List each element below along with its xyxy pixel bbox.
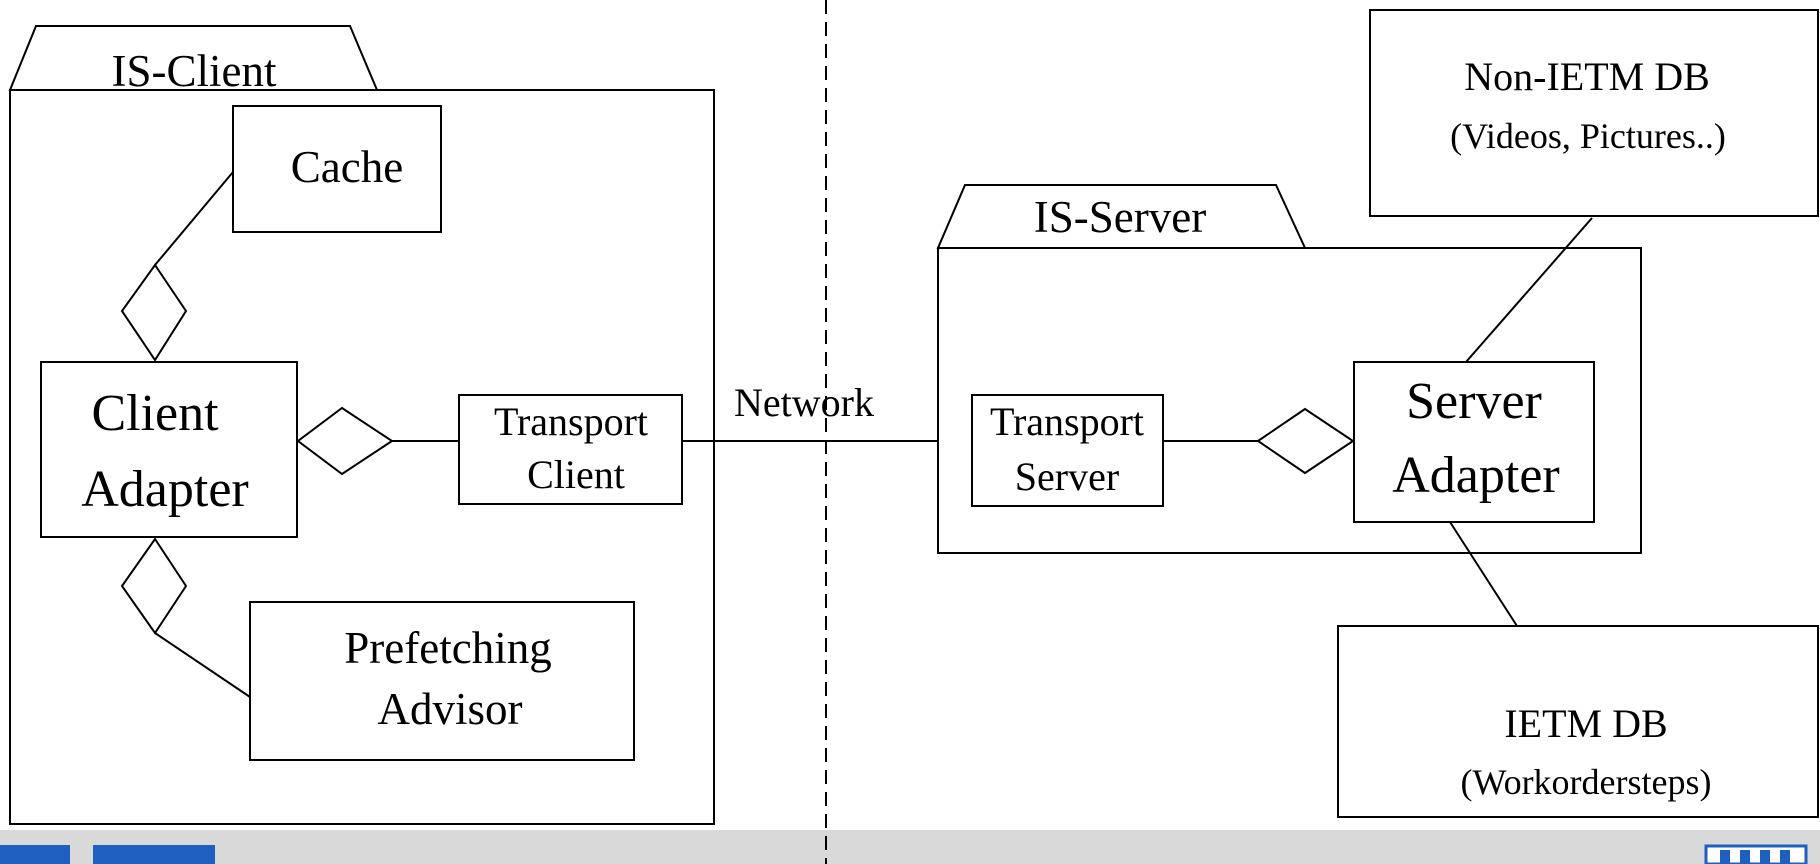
cache-label: Cache (291, 142, 403, 192)
prefetching-advisor-label-line2: Advisor (378, 684, 523, 734)
prefetching-advisor-component[interactable]: Prefetching Advisor (249, 601, 635, 761)
is-server-label: IS-Server (1034, 192, 1206, 242)
transport-client-component[interactable]: Transport Client (458, 394, 683, 505)
cache-component[interactable]: Cache (232, 105, 442, 233)
non-ietm-db-component[interactable]: Non-IETM DB (Videos, Pictures..) (1369, 9, 1819, 217)
non-ietm-link (1465, 217, 1593, 363)
server-adapter-label-line2: Adapter (1392, 447, 1559, 504)
transport-server-component[interactable]: Transport Server (971, 394, 1164, 507)
footer-nav-block-1[interactable] (0, 845, 70, 864)
university-logo-icon (1704, 844, 1808, 864)
footer-nav-block-2[interactable] (93, 845, 215, 864)
is-client-label: IS-Client (112, 46, 277, 96)
transport-aggregation-diamond (296, 406, 394, 476)
client-adapter-label-line1: Client (91, 385, 219, 442)
network-label: Network (734, 380, 874, 425)
cache-aggregation-diamond (120, 263, 188, 362)
transport-client-label-line2: Client (527, 452, 625, 497)
transport-client-label-line1: Transport (494, 399, 648, 444)
client-adapter-component[interactable]: Client Adapter (40, 361, 298, 538)
ietm-db-label-line1: IETM DB (1504, 701, 1667, 746)
server-adapter-label-line1: Server (1406, 373, 1542, 430)
transport-server-label-line1: Transport (990, 399, 1144, 444)
ietm-db-label-line2: (Workordersteps) (1460, 762, 1711, 802)
ietm-link (1449, 521, 1518, 627)
non-ietm-db-label-line2: (Videos, Pictures..) (1450, 116, 1726, 156)
ietm-db-component[interactable]: IETM DB (Workordersteps) (1337, 625, 1819, 818)
footer-bar (0, 830, 1820, 864)
server-adapter-component[interactable]: Server Adapter (1353, 361, 1595, 523)
cache-link (154, 171, 234, 266)
prefetch-link (154, 632, 251, 698)
non-ietm-db-label-line1: Non-IETM DB (1464, 54, 1710, 99)
transport-server-label-line2: Server (1015, 454, 1119, 499)
client-adapter-label-line2: Adapter (81, 461, 248, 518)
prefetching-advisor-label-line1: Prefetching (344, 623, 551, 673)
